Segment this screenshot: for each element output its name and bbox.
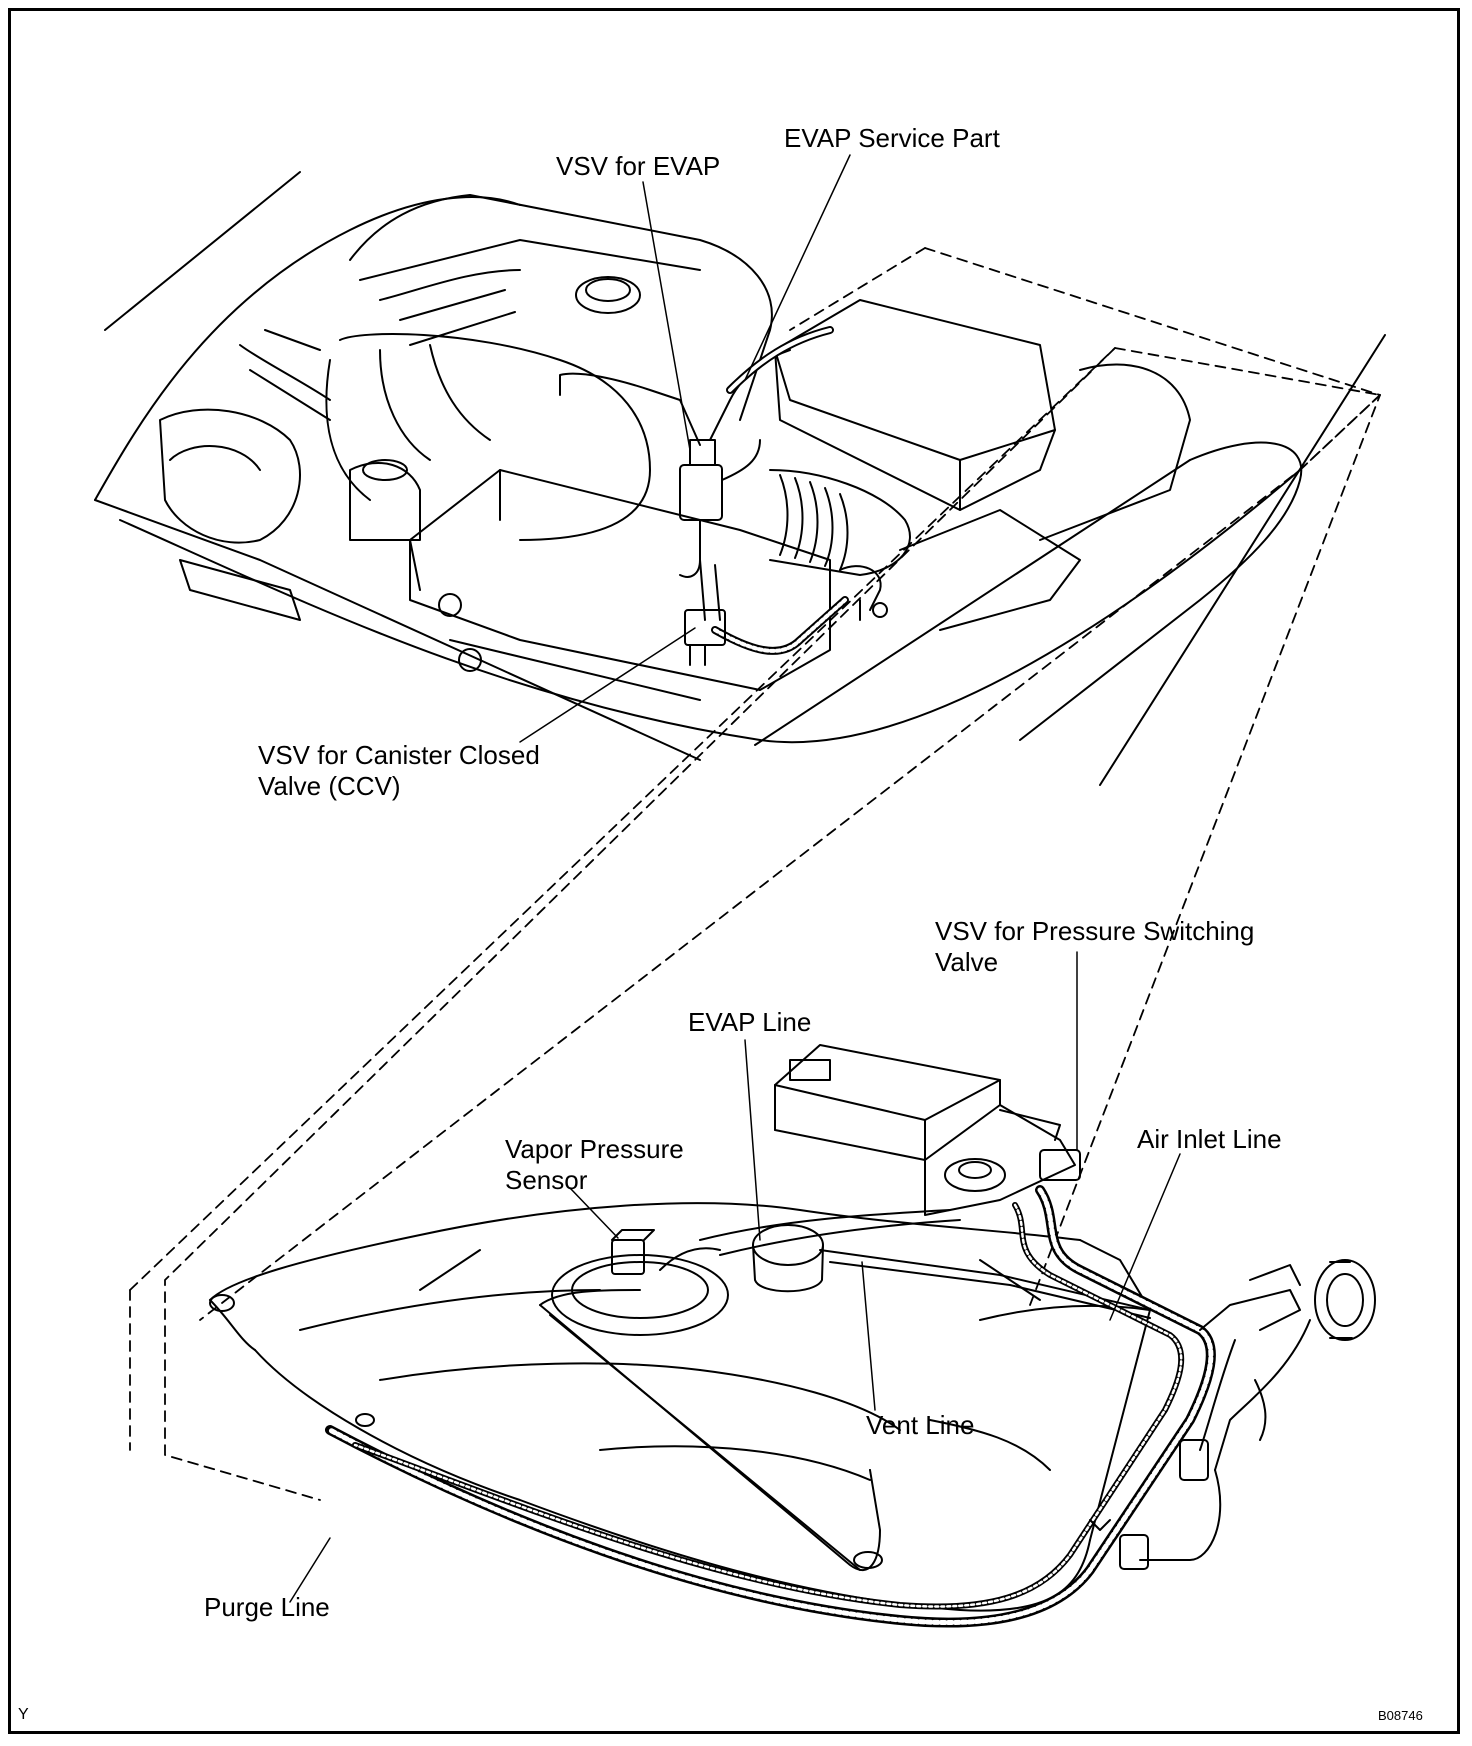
dashed-reference-outline: [129, 247, 1381, 1501]
label-vsv-ccv-line2: Valve (CCV): [258, 771, 401, 801]
engine-bay-drawing: [94, 171, 1386, 786]
label-vent-line: Vent Line: [866, 1410, 975, 1440]
label-vapor-pressure-line2: Sensor: [505, 1165, 588, 1195]
label-air-inlet-line: Air Inlet Line: [1137, 1124, 1282, 1154]
label-vsv-for-evap: VSV for EVAP: [556, 151, 721, 181]
leader-vsv-ccv: [519, 627, 696, 743]
diagram-frame: [8, 8, 1460, 1734]
leader-purge-line: [289, 1537, 331, 1603]
label-vsv-psv-line1: VSV for Pressure Switching: [935, 916, 1255, 946]
leader-air-inlet-line: [1109, 1153, 1181, 1321]
leader-evap-service-part: [744, 154, 851, 381]
label-vsv-psv-line2: Valve: [935, 947, 999, 977]
leader-vapor-pressure-sensor: [569, 1187, 619, 1239]
label-purge-line: Purge Line: [204, 1592, 330, 1622]
fuel-tank-drawing: [209, 1044, 1376, 1628]
leader-vsv-evap: [642, 181, 691, 451]
leader-lines: [289, 154, 1181, 1603]
leader-evap-line: [744, 1039, 761, 1241]
label-evap-line: EVAP Line: [688, 1007, 812, 1037]
leader-vent-line: [861, 1261, 876, 1411]
corner-mark-left: Y: [18, 1706, 29, 1723]
label-vsv-ccv-line1: VSV for Canister Closed: [258, 740, 540, 770]
label-vapor-pressure-line1: Vapor Pressure: [505, 1134, 684, 1164]
figure-code: B08746: [1378, 1708, 1423, 1723]
label-evap-service-part: EVAP Service Part: [784, 123, 1000, 153]
